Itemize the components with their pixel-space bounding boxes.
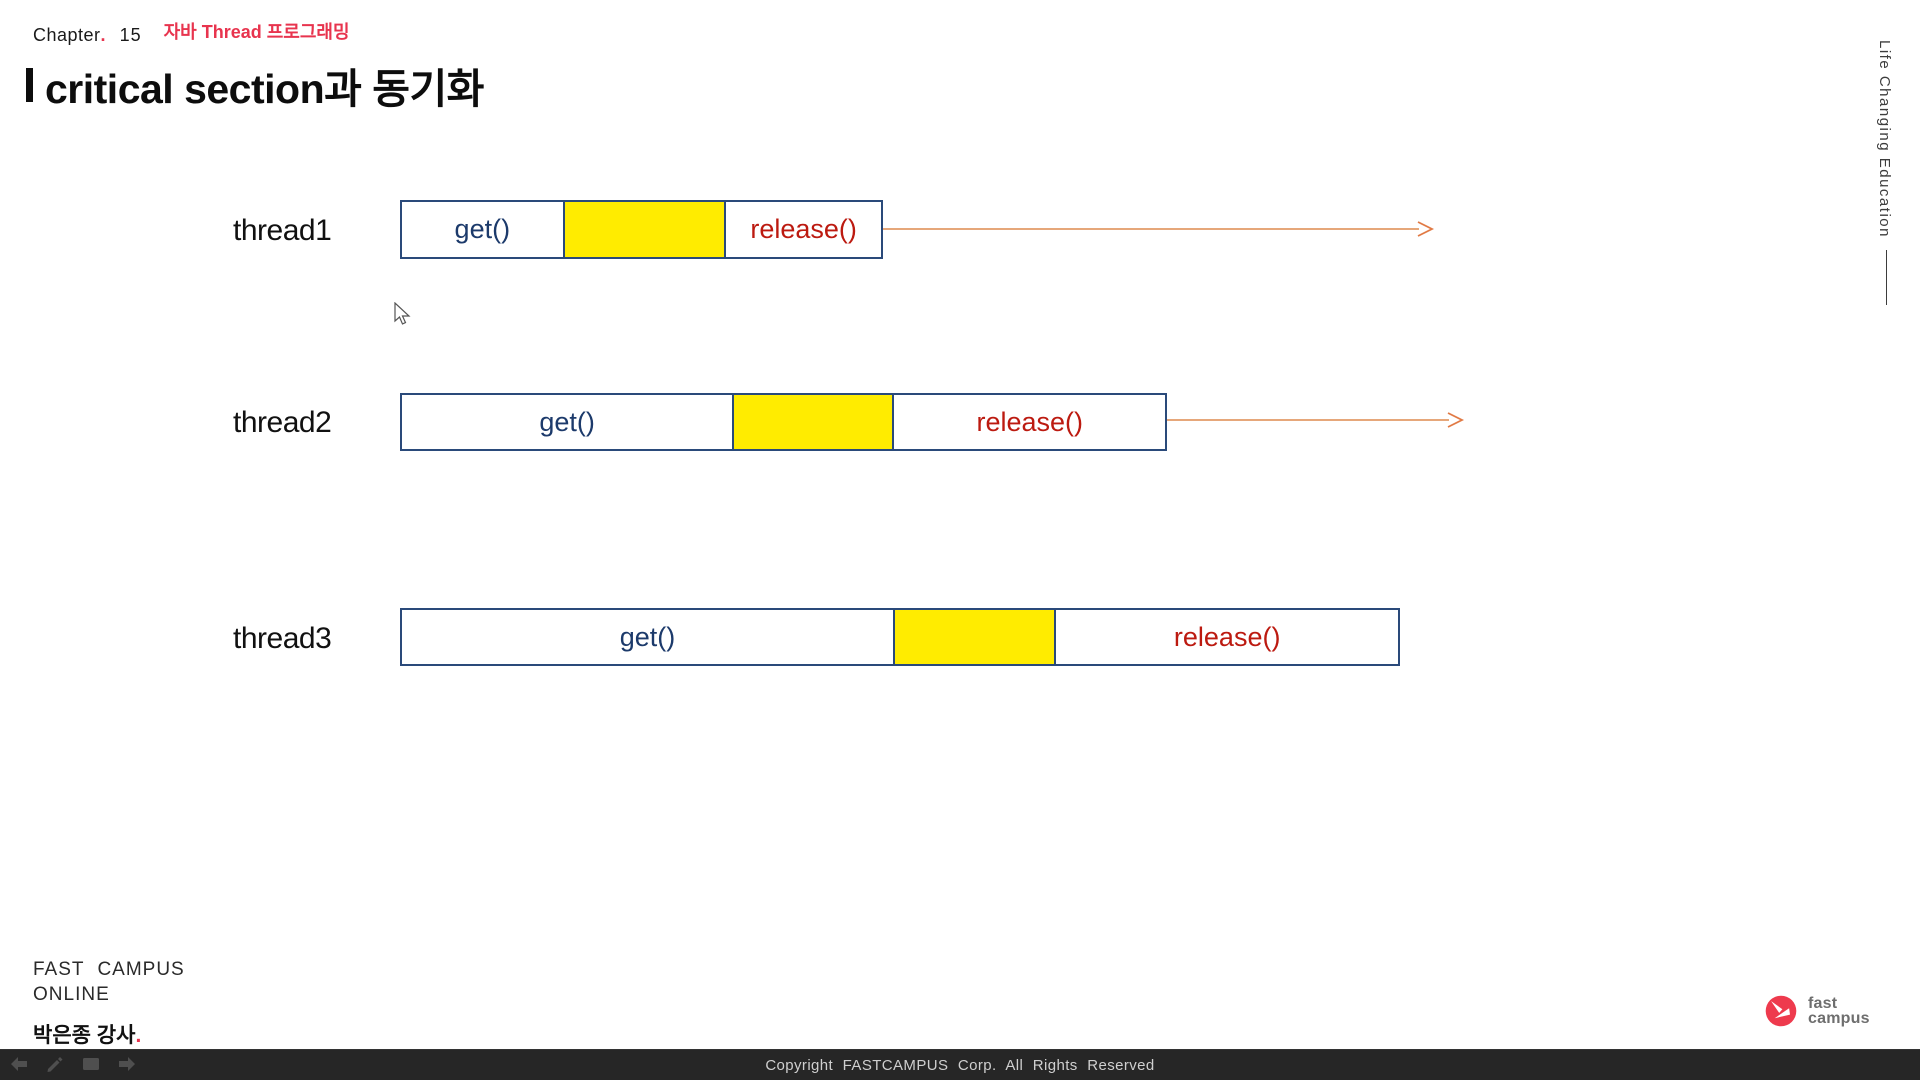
fastcampus-logo-text: fast campus <box>1808 995 1870 1027</box>
chapter-label: Chapter <box>33 25 101 45</box>
fastcampus-logo-icon <box>1765 995 1797 1027</box>
side-vertical-rule <box>1885 249 1887 305</box>
chapter-dot: . <box>100 25 106 45</box>
thread1-timeline-box: get() release() <box>400 200 883 259</box>
thread1-release-segment: release() <box>724 202 881 257</box>
thread2-release-segment: release() <box>892 395 1165 449</box>
pen-tool-icon[interactable] <box>44 1054 66 1074</box>
annotation-toolbar <box>8 1054 138 1074</box>
fastcampus-logo: fast campus <box>1763 993 1870 1029</box>
instructor-name-text: 박은종 강사 <box>33 1024 136 1047</box>
chapter-subtitle: 자바 Thread 프로그래밍 <box>163 22 350 42</box>
page-title-text: critical section과 동기화 <box>45 66 484 112</box>
side-branding: Life Changing Education <box>1876 40 1896 305</box>
thread3-get-segment: get() <box>619 621 676 652</box>
board-icon[interactable] <box>80 1054 102 1074</box>
logo-text-line2: campus <box>1808 1010 1870 1027</box>
player-bottom-bar: Copyright FASTCAMPUS Corp. All Rights Re… <box>0 1049 1920 1080</box>
chapter-number: 15 <box>119 25 142 45</box>
thread3-critical-section-segment <box>893 610 1055 664</box>
thread1-critical-section-segment <box>562 202 725 257</box>
chapter-line: Chapter. 15 자바 Thread 프로그래밍 <box>33 21 350 47</box>
thread3-release-segment: release() <box>1054 610 1398 664</box>
thread3-label: thread3 <box>233 622 332 655</box>
brand-line-2: ONLINE <box>33 984 110 1005</box>
title-marker-bar <box>26 68 33 102</box>
thread2-get-segment: get() <box>539 406 595 437</box>
mouse-cursor-icon <box>394 302 411 325</box>
thread2-continuation-arrow <box>1167 412 1465 428</box>
brand-line-1: FAST CAMPUS <box>33 959 185 980</box>
previous-arrow-icon[interactable] <box>8 1054 30 1074</box>
thread3-timeline-box: get() release() <box>400 608 1400 666</box>
logo-text-line1: fast <box>1808 995 1838 1012</box>
thread1-get-segment: get() <box>454 214 511 244</box>
thread1-label: thread1 <box>233 214 332 247</box>
thread1-continuation-arrow <box>883 221 1435 237</box>
footer-brand-block: FAST CAMPUS ONLINE 박은종 강사. <box>33 957 185 1049</box>
copyright-text: Copyright FASTCAMPUS Corp. All Rights Re… <box>765 1056 1155 1074</box>
page-title: critical section과 동기화 <box>26 55 484 115</box>
instructor-dot: . <box>135 1024 142 1047</box>
next-arrow-icon[interactable] <box>116 1054 138 1074</box>
thread2-critical-section-segment <box>732 395 893 449</box>
instructor-name: 박은종 강사. <box>33 1019 185 1049</box>
side-vertical-text: Life Changing Education <box>1876 40 1893 238</box>
thread2-label: thread2 <box>233 406 332 439</box>
thread2-timeline-box: get() release() <box>400 393 1167 451</box>
